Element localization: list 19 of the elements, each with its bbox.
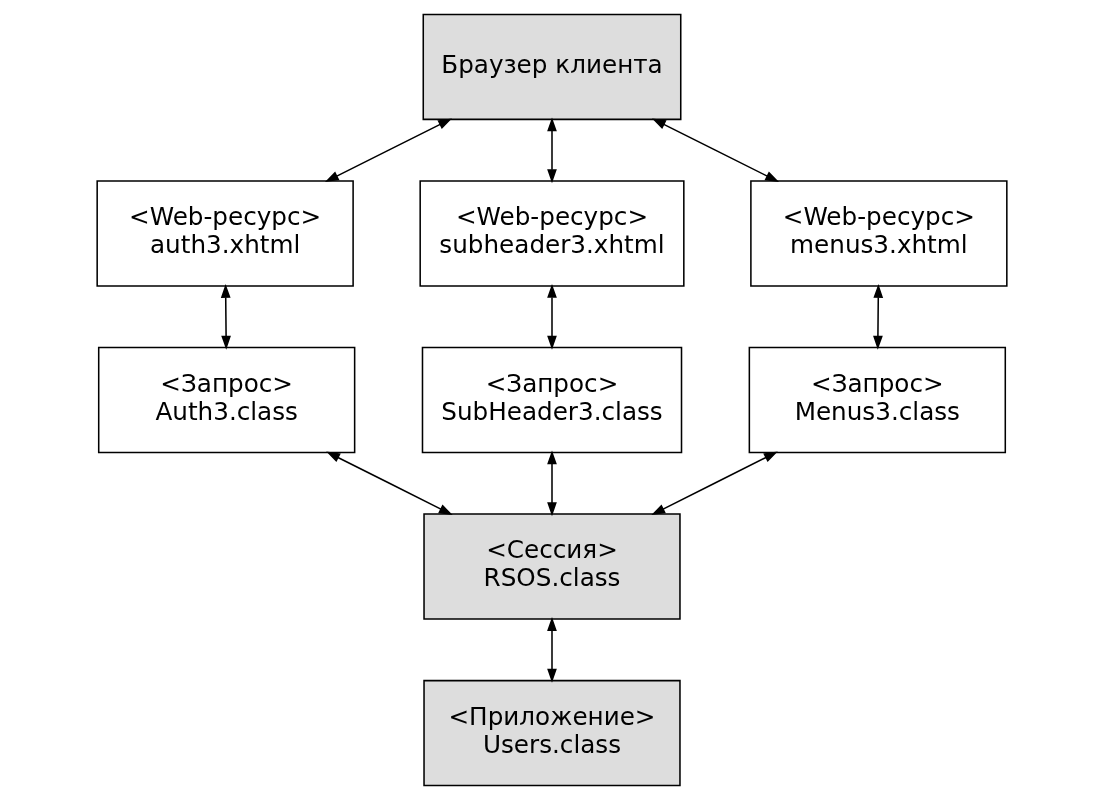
arrow bbox=[546, 450, 557, 517]
arrow bbox=[546, 283, 557, 350]
arrow bbox=[220, 283, 231, 350]
arrow bbox=[872, 283, 883, 350]
node-box: <Приложение> Users.class bbox=[422, 679, 681, 787]
node-box: <Сессия> RSOS.class bbox=[422, 513, 681, 620]
node-box: <Запрос> Menus3.class bbox=[748, 346, 1006, 454]
arrow bbox=[650, 451, 778, 516]
arrow bbox=[546, 617, 557, 683]
node-box: <Web-ресурс> menus3.xhtml bbox=[749, 180, 1008, 287]
arrow bbox=[325, 451, 453, 516]
node-box: Браузер клиента bbox=[422, 13, 681, 121]
node-box: <Запрос> SubHeader3.class bbox=[421, 346, 682, 454]
node-box: <Web-ресурс> subheader3.xhtml bbox=[418, 180, 685, 287]
arrow bbox=[546, 117, 557, 184]
arrow bbox=[324, 118, 452, 183]
node-box: <Web-ресурс> auth3.xhtml bbox=[95, 180, 354, 287]
arrow bbox=[651, 118, 779, 183]
node-box: <Запрос> Auth3.class bbox=[97, 346, 355, 454]
